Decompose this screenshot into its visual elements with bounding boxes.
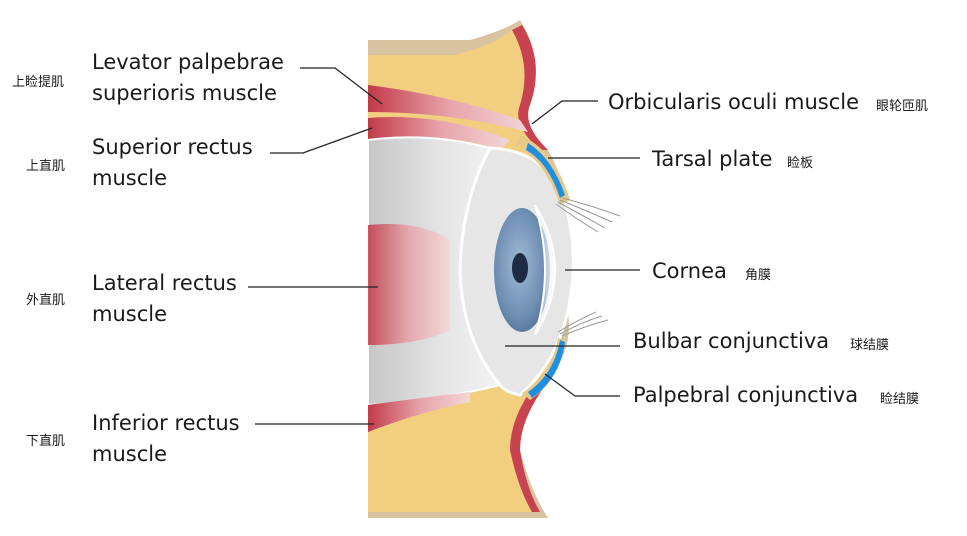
inferior-rectus-shape	[368, 392, 470, 432]
levator-muscle-shape	[368, 85, 528, 132]
orbicularis-band	[512, 25, 548, 150]
leader-superior	[270, 127, 373, 154]
label-superior-rectus-zh: 上直肌	[26, 159, 66, 174]
label-levator-zh: 上睑提肌	[12, 75, 65, 90]
label-lateral-rectus-zh: 外直肌	[26, 293, 66, 308]
tarsal-plate-shape	[526, 143, 565, 198]
label-inferior-rectus-zh: 下直肌	[26, 434, 66, 449]
leader-palpebral	[544, 373, 620, 397]
cornea-shape	[534, 204, 556, 336]
leader-levator	[300, 67, 383, 105]
label-cornea-zh: 角膜	[745, 268, 772, 283]
lower-eyelid	[522, 338, 565, 400]
label-bulbar: Bulbar conjunctiva	[633, 329, 830, 353]
label-orbicularis-zh: 眼轮匝肌	[876, 99, 929, 114]
label-palpebral-zh: 睑结膜	[880, 392, 920, 407]
superior-rectus-shape	[368, 116, 510, 150]
upper-eyelashes	[555, 197, 621, 233]
pupil	[512, 253, 528, 283]
label-bulbar-zh: 球结膜	[850, 338, 890, 353]
lateral-rectus-shape	[368, 224, 450, 345]
label-palpebral: Palpebral conjunctiva	[633, 383, 859, 407]
leader-lines	[248, 67, 640, 425]
label-tarsal: Tarsal plate	[652, 147, 773, 171]
lower-eyelashes	[557, 311, 609, 337]
leader-orbicularis	[531, 100, 598, 125]
label-tarsal-zh: 睑板	[787, 156, 814, 171]
label-orbicularis: Orbicularis oculi muscle	[608, 90, 860, 114]
label-cornea: Cornea	[652, 259, 727, 283]
orbicularis-band-lower	[510, 378, 548, 512]
